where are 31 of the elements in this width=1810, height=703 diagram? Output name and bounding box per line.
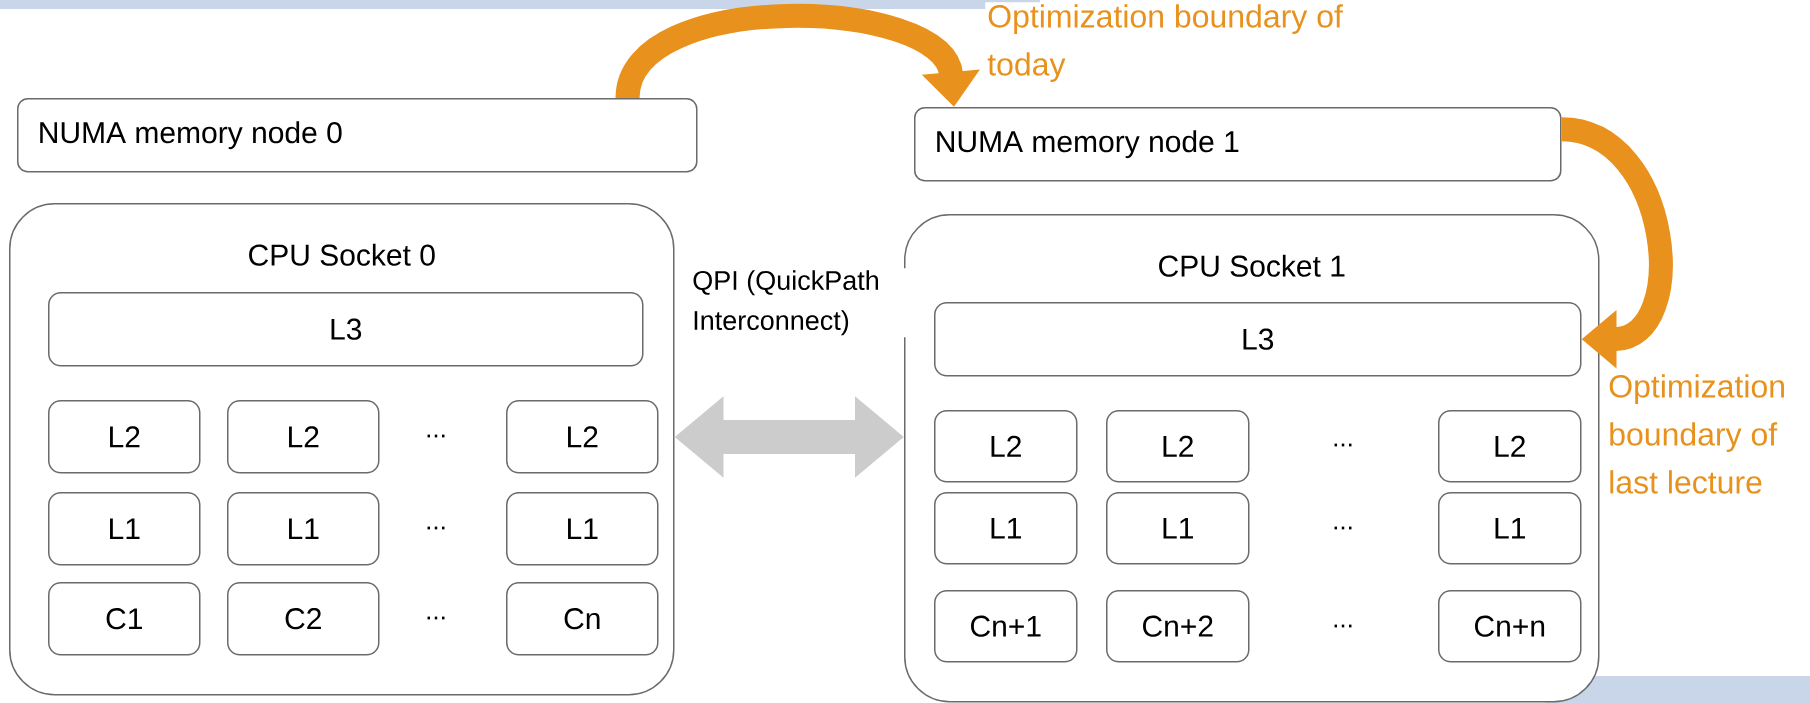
cache-box: L2 <box>48 400 201 474</box>
cache-box: L2 <box>1438 410 1582 483</box>
cache-box: Cn+2 <box>1106 590 1250 663</box>
cache-box: C1 <box>48 582 201 656</box>
cache-box: L2 <box>227 400 380 474</box>
cache-box: Cn+n <box>1438 590 1582 663</box>
ellipsis: ... <box>1334 624 1352 628</box>
cache-box: L1 <box>1106 492 1250 565</box>
cache-box: L2 <box>1106 410 1250 483</box>
memory-node-box: NUMA memory node 0 <box>17 98 698 173</box>
edge-label: QPI (QuickPath Interconnect) <box>690 268 910 338</box>
cache-box: L1 <box>506 492 659 566</box>
cache-box: L1 <box>934 492 1078 565</box>
cache-box: L2 <box>506 400 659 474</box>
cache-box: C2 <box>227 582 380 656</box>
cache-box: L3 <box>934 302 1582 377</box>
ellipsis: ... <box>427 434 445 438</box>
cache-box: L1 <box>48 492 201 566</box>
cache-box: L2 <box>934 410 1078 483</box>
memory-node-box: NUMA memory node 1 <box>914 107 1562 182</box>
cache-box: L1 <box>227 492 380 566</box>
ellipsis: ... <box>1334 443 1352 447</box>
cache-box: L1 <box>1438 492 1582 565</box>
ellipsis: ... <box>427 616 445 620</box>
edge-label: Optimization boundary of last lecture <box>1606 372 1810 496</box>
cache-box: L3 <box>48 292 644 367</box>
ellipsis: ... <box>427 526 445 530</box>
cache-box: Cn <box>506 582 659 656</box>
ellipsis: ... <box>1334 526 1352 530</box>
edge-label: Optimization boundary of today <box>985 2 1350 84</box>
cache-box: Cn+1 <box>934 590 1078 663</box>
